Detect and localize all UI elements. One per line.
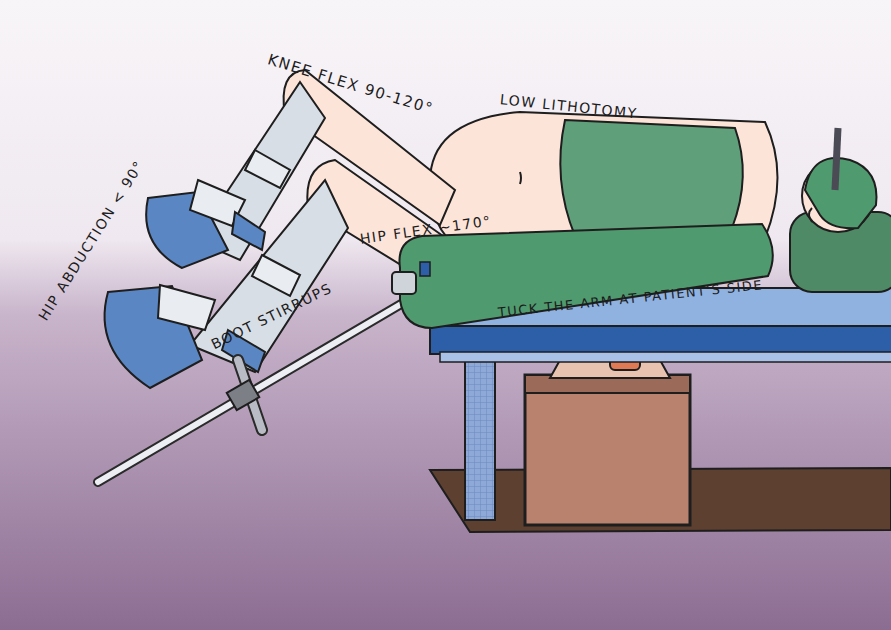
stirrup-clamp — [227, 380, 260, 410]
iv-line — [420, 262, 430, 276]
far-boot-strap — [245, 150, 290, 188]
near-boot-strap — [158, 285, 215, 330]
gown — [560, 120, 743, 236]
table-rail — [430, 326, 891, 354]
near-boot-strap — [252, 255, 300, 296]
near-boot — [190, 180, 348, 372]
table-pedestal — [525, 375, 690, 525]
surgical-cap — [805, 158, 876, 228]
ear — [809, 208, 812, 222]
arm-drape — [399, 224, 772, 328]
far-boot-cuff — [232, 212, 265, 250]
navel — [520, 172, 521, 184]
airway-tube — [835, 128, 838, 190]
hand-guard — [392, 272, 416, 294]
hanging-strap — [465, 360, 495, 520]
table-edge — [440, 352, 891, 362]
